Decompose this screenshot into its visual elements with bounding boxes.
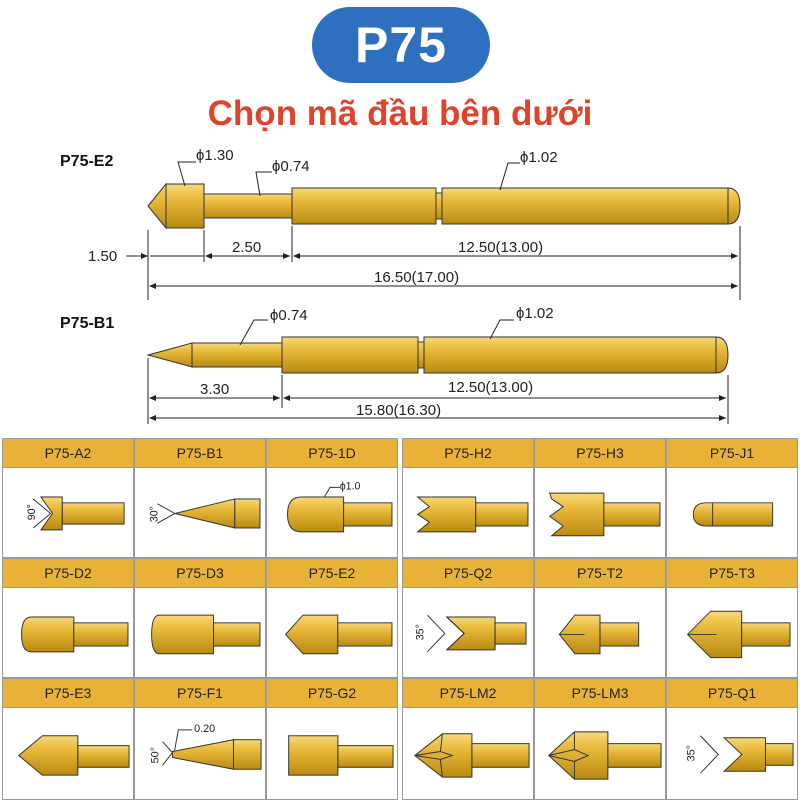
tip-code: P75-F1	[135, 679, 265, 708]
tip-grid-right: P75-H2 P75-H3 P75-J1 P75-Q2 35° P75-T2	[402, 438, 798, 800]
drawing1-label: P75-E2	[60, 153, 113, 170]
tip-code: P75-LM2	[403, 679, 533, 708]
drawing2-body-len: 12.50(13.00)	[448, 379, 533, 396]
tip-angle-text: 30°	[148, 506, 160, 522]
tip-card[interactable]: P75-D3	[134, 558, 266, 678]
tip-code: P75-B1	[135, 439, 265, 468]
tip-grid-left: P75-A2 90° P75-B1 30° P75-1D ϕ1.0 P75-D2	[2, 438, 398, 800]
model-badge-text: P75	[355, 17, 447, 73]
drawing1-body-len: 12.50(13.00)	[458, 239, 543, 256]
tip-1d-icon: ϕ1.0	[287, 480, 393, 533]
tip-card[interactable]: P75-E2	[266, 558, 398, 678]
drawing2-neck-dia: ϕ0.74	[270, 307, 308, 324]
tip-card[interactable]: P75-1D ϕ1.0	[266, 438, 398, 558]
tip-code: P75-H2	[403, 439, 533, 468]
tip-t2-icon	[558, 614, 640, 655]
tip-card[interactable]: P75-E3	[2, 678, 134, 800]
tip-code: P75-1D	[267, 439, 397, 468]
drawing1-neck-dia: ϕ0.74	[272, 158, 310, 175]
tip-angle-text: 50°	[150, 747, 162, 763]
drawing1-head-dia: ϕ1.30	[196, 147, 234, 164]
model-badge: P75	[312, 7, 490, 83]
drawing2-total-len: 15.80(16.30)	[356, 402, 441, 419]
tip-code: P75-D2	[3, 559, 133, 588]
tip-card[interactable]: P75-F1 0.20 50°	[134, 678, 266, 800]
tip-code: P75-Q1	[667, 679, 797, 708]
tip-code: P75-E3	[3, 679, 133, 708]
tip-code: P75-T2	[535, 559, 665, 588]
drawing2-body-dia: ϕ1.02	[516, 305, 554, 322]
tip-lm3-icon	[548, 731, 662, 780]
tip-d3-icon	[151, 614, 261, 655]
tip-code: P75-T3	[667, 559, 797, 588]
tip-card[interactable]: P75-Q2 35°	[402, 558, 534, 678]
tip-d2-icon	[21, 616, 129, 653]
tip-h3-icon	[548, 492, 661, 537]
tip-dia-text: ϕ1.0	[340, 480, 361, 492]
drawing1-dimensions	[126, 161, 741, 300]
tip-card[interactable]: P75-H3	[534, 438, 666, 558]
drawing1-total-len: 16.50(17.00)	[374, 269, 459, 286]
drawing1-tip-len: 1.50	[88, 248, 117, 265]
tip-angle-text: 90°	[26, 504, 38, 520]
drawing2-dimensions	[147, 319, 729, 424]
tip-q2-icon: 35°	[415, 614, 527, 653]
drawing2-label: P75-B1	[60, 315, 114, 332]
tip-angle-text: 35°	[415, 624, 427, 640]
tip-card[interactable]: P75-H2	[402, 438, 534, 558]
drawing2-pin	[146, 336, 729, 374]
tip-card[interactable]: P75-LM3	[534, 678, 666, 800]
tip-b1-icon: 30°	[148, 498, 261, 529]
tip-card[interactable]: P75-J1	[666, 438, 798, 558]
tip-lm2-icon	[414, 733, 530, 778]
tip-card[interactable]: P75-A2 90°	[2, 438, 134, 558]
tip-code: P75-E2	[267, 559, 397, 588]
tip-code: P75-G2	[267, 679, 397, 708]
tip-code: P75-D3	[135, 559, 265, 588]
tip-card[interactable]: P75-Q1 35°	[666, 678, 798, 800]
tip-j1-icon	[692, 502, 774, 527]
tip-g2-icon	[288, 735, 394, 776]
drawing1-pin	[147, 182, 741, 230]
tip-t3-icon	[686, 610, 791, 659]
tip-card[interactable]: P75-D2	[2, 558, 134, 678]
tip-e2-icon	[284, 614, 393, 655]
tip-card[interactable]: P75-B1 30°	[134, 438, 266, 558]
tip-angle-text: 35°	[686, 745, 698, 761]
tip-code: P75-H3	[535, 439, 665, 468]
tip-dim-text: 0.20	[194, 723, 215, 735]
tip-h2-icon	[416, 496, 529, 533]
tip-f1-icon: 0.20 50°	[150, 723, 262, 770]
tip-code: P75-Q2	[403, 559, 533, 588]
tip-code: P75-J1	[667, 439, 797, 468]
tip-code: P75-LM3	[535, 679, 665, 708]
tip-card[interactable]: P75-T2	[534, 558, 666, 678]
drawing1-body-dia: ϕ1.02	[520, 149, 558, 166]
tip-a2-icon: 90°	[26, 496, 125, 531]
tip-card[interactable]: P75-LM2	[402, 678, 534, 800]
drawing1-neck-len: 2.50	[232, 239, 261, 256]
tip-card[interactable]: P75-G2	[266, 678, 398, 800]
tip-code: P75-A2	[3, 439, 133, 468]
page-subtitle: Chọn mã đầu bên dưới	[207, 94, 593, 133]
pin-technical-drawings: P75-E2 ϕ1.30 ϕ0.74 ϕ1.02 1.50 2.50 12.50…	[60, 147, 741, 424]
tip-e3-icon	[17, 735, 130, 776]
tip-q1-icon: 35°	[686, 735, 794, 774]
drawing2-tip-len: 3.30	[200, 381, 229, 398]
tip-card[interactable]: P75-T3	[666, 558, 798, 678]
